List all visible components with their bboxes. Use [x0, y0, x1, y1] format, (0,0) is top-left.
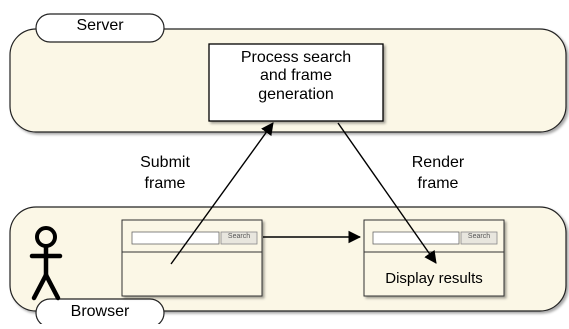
render-frame-label: Render frame	[411, 154, 465, 192]
browser-label: Browser	[70, 303, 130, 320]
server-tab	[35, 13, 165, 43]
search-field-right	[372, 231, 460, 245]
process-box	[208, 43, 384, 122]
submit-frame-label: Submit frame	[140, 154, 190, 192]
submit-frame-arrow	[170, 122, 274, 265]
search-button-right-label: Search	[467, 233, 491, 240]
render-frame-arrow	[337, 122, 437, 264]
search-button-right-bg	[460, 231, 498, 245]
search-panel-left	[121, 219, 263, 297]
process-box-label: Process search and frame generation	[240, 49, 352, 103]
search-button-left-bg	[220, 231, 258, 245]
display-results-label: Display results	[385, 270, 483, 287]
stick-figure-icon	[29, 226, 63, 301]
search-button-left-label: Search	[227, 233, 251, 240]
server-label: Server	[76, 17, 124, 34]
search-field-left	[131, 231, 220, 245]
